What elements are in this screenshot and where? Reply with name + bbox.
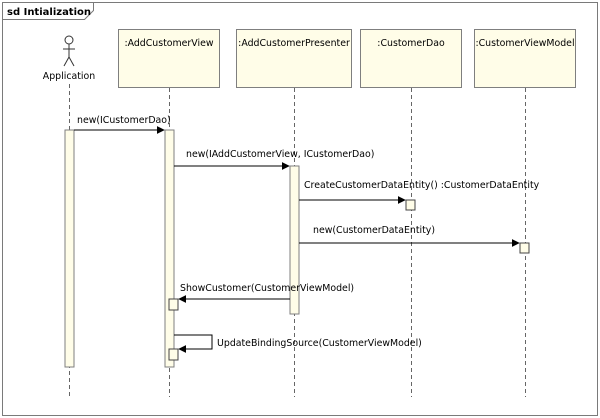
message-label: ShowCustomer(CustomerViewModel): [180, 283, 354, 294]
lifeline-head-customerviewmodel: [474, 29, 576, 88]
message-new-customerdataentity: new(CustomerDataEntity): [299, 225, 520, 247]
message-createcustomerdataentity: CreateCustomerDataEntity() :CustomerData…: [299, 180, 540, 204]
activation-addcustomerpresenter: [289, 165, 300, 315]
actor-label: Application: [43, 71, 95, 82]
message-label: new(ICustomerDao): [77, 115, 171, 126]
activation-customerviewmodel: [519, 242, 530, 254]
message-showcustomer: ShowCustomer(CustomerViewModel): [178, 283, 354, 303]
activation-customerdao-return: [405, 199, 416, 211]
frame-title-tab: [2, 2, 94, 20]
activation-addcustomerview: [164, 129, 175, 368]
message-label: new(IAddCustomerView, ICustomerDao): [186, 149, 374, 160]
lifeline-label-customerdao: :CustomerDao: [377, 38, 445, 49]
message-label: UpdateBindingSource(CustomerViewModel): [217, 338, 422, 349]
lifeline-head-addcustomerpresenter: [236, 29, 352, 88]
lifeline-head-addcustomerview: [118, 29, 220, 88]
message-label: new(CustomerDataEntity): [313, 225, 435, 236]
message-new-icustomerdao: new(ICustomerDao): [74, 115, 171, 134]
actor-head: [64, 35, 74, 45]
lifeline-label-customerviewmodel: :CustomerViewModel: [475, 38, 574, 49]
lifeline-label-addcustomerpresenter: :AddCustomerPresenter: [238, 38, 350, 49]
lifeline-head-customerdao: [360, 29, 462, 88]
lifeline-label-addcustomerview: :AddCustomerView: [124, 38, 213, 49]
activation-application: [64, 129, 75, 368]
message-new-iaddcustomerview: new(IAddCustomerView, ICustomerDao): [174, 149, 374, 170]
message-updatebindingsource: UpdateBindingSource(CustomerViewModel): [174, 334, 422, 353]
frame-title: sd Intialization: [7, 7, 91, 18]
activation-view-updatebinding: [168, 348, 179, 361]
activation-view-showcustomer: [168, 298, 179, 311]
message-label: CreateCustomerDataEntity() :CustomerData…: [304, 180, 540, 191]
actor-application: Application: [43, 35, 95, 82]
